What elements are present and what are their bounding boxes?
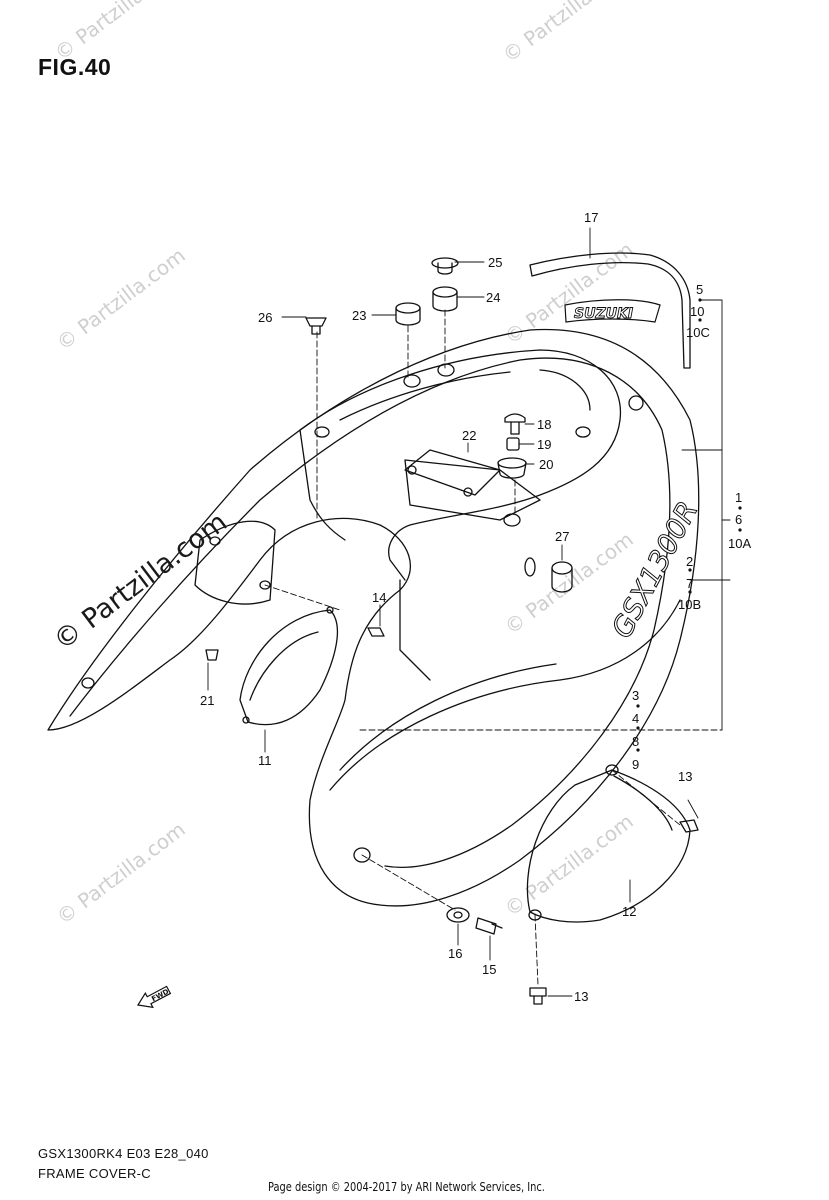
suzuki-decal: SUZUKI — [564, 299, 661, 323]
callout-24[interactable]: 24 — [486, 290, 500, 305]
copyright-notice: Page design © 2004-2017 by ARI Network S… — [268, 1180, 545, 1194]
callout-18[interactable]: 18 — [537, 417, 551, 432]
callout-25[interactable]: 25 — [488, 255, 502, 270]
callout-21[interactable]: 21 — [200, 693, 214, 708]
callout-17[interactable]: 17 — [584, 210, 598, 225]
brand-logo-text: SUZUKI — [574, 306, 633, 322]
fwd-arrow-icon: FWD — [137, 985, 172, 1009]
cap-25 — [431, 257, 459, 275]
frame-cover-stripe — [329, 599, 681, 791]
frame-cover-inner-rim — [69, 357, 671, 868]
screw-13-lower — [529, 987, 547, 1005]
callout-10b[interactable]: 10B — [678, 597, 701, 612]
callout-14[interactable]: 14 — [372, 590, 386, 605]
callout-13-upper[interactable]: 13 — [678, 769, 692, 784]
callout-10c[interactable]: 10C — [686, 325, 710, 340]
callout-11[interactable]: 11 — [258, 753, 272, 768]
screw-13-upper — [679, 819, 699, 833]
callout-3[interactable]: 3 — [632, 688, 639, 703]
callout-27[interactable]: 27 — [555, 529, 569, 544]
callout-26[interactable]: 26 — [258, 310, 272, 325]
callout-22[interactable]: 22 — [462, 428, 476, 443]
callout-10a[interactable]: 10A — [728, 536, 751, 551]
callout-10[interactable]: 10 — [690, 304, 704, 319]
callout-19[interactable]: 19 — [537, 437, 551, 452]
callout-13-lower[interactable]: 13 — [574, 989, 588, 1004]
callout-7[interactable]: 7 — [686, 576, 693, 591]
model-code: GSX1300RK4 E03 E28_040 — [38, 1146, 209, 1161]
tail-box-11 — [239, 609, 338, 726]
bracket-22 — [404, 449, 501, 496]
section-name: FRAME COVER-C — [38, 1166, 151, 1181]
clip-21 — [205, 649, 219, 661]
cushion-20 — [497, 457, 527, 479]
bolt-15 — [475, 917, 503, 935]
callout-15[interactable]: 15 — [482, 962, 496, 977]
callout-20[interactable]: 20 — [539, 457, 553, 472]
seat-opening — [299, 349, 622, 581]
callout-1[interactable]: 1 — [735, 490, 742, 505]
callout-6[interactable]: 6 — [735, 512, 742, 527]
trim-17 — [529, 252, 691, 369]
figure-title: FIG.40 — [38, 54, 112, 80]
frame-cover-outline — [47, 328, 700, 907]
side-cover-12 — [526, 769, 691, 923]
fwd-label: FWD — [150, 988, 170, 1004]
nut-19 — [506, 437, 520, 451]
grommet-27 — [551, 561, 573, 593]
grommet-16 — [446, 907, 470, 923]
grommet-23 — [395, 302, 421, 326]
clip-26 — [305, 317, 327, 335]
callout-8[interactable]: 8 — [632, 734, 639, 749]
callout-23[interactable]: 23 — [352, 308, 366, 323]
callout-12[interactable]: 12 — [622, 904, 636, 919]
grommet-24 — [432, 286, 458, 312]
screw-18 — [504, 413, 526, 435]
callout-16[interactable]: 16 — [448, 946, 462, 961]
callout-2[interactable]: 2 — [686, 554, 693, 569]
callout-5[interactable]: 5 — [696, 282, 703, 297]
callout-4[interactable]: 4 — [632, 711, 639, 726]
callout-9[interactable]: 9 — [632, 757, 639, 772]
screw-14 — [367, 627, 385, 637]
